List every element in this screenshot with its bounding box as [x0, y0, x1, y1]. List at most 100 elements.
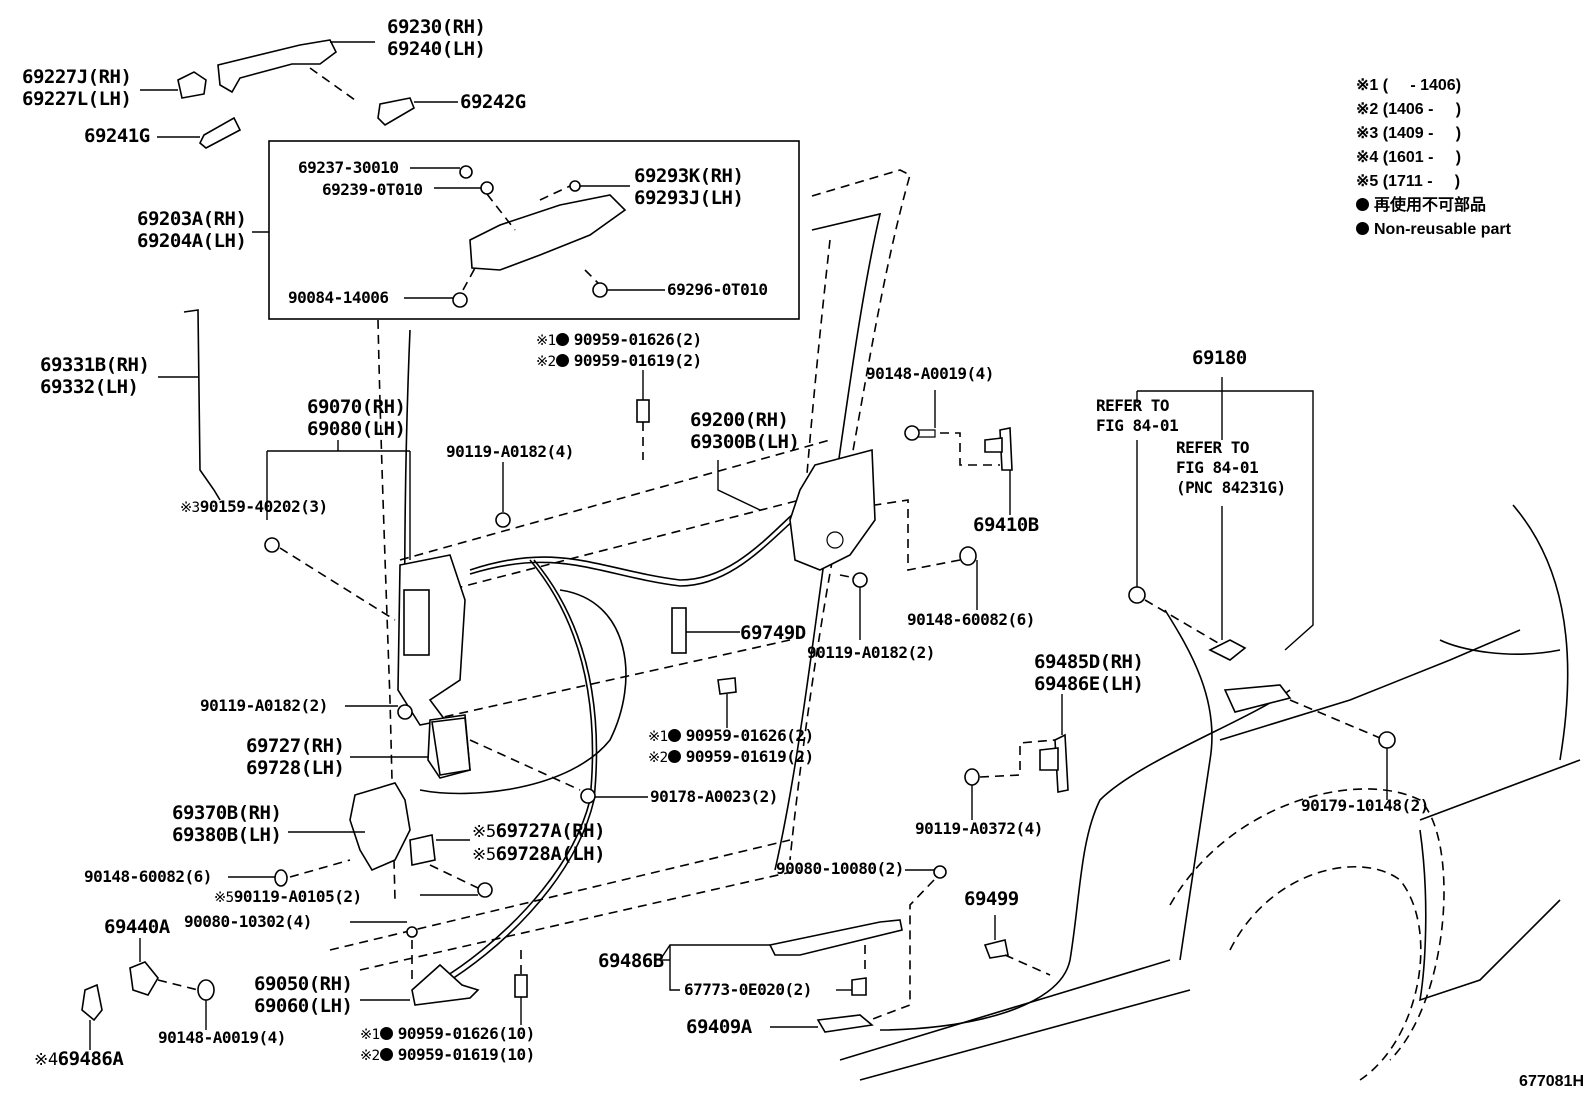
part-number: 69204A(LH) — [137, 230, 247, 252]
refer-text: FIG 84-01 — [1176, 458, 1259, 477]
part-number: 69370B(RH) — [172, 802, 282, 824]
assembly-box-69203A — [268, 140, 800, 320]
pad-69242G — [377, 97, 415, 127]
label-90179: 90179-10148(2) — [1301, 796, 1429, 815]
label-69485: 69485D(RH)69486E(LH) — [1034, 651, 1144, 695]
part-number: 69728(LH) — [246, 757, 345, 779]
figure-code: 677081H — [1519, 1073, 1584, 1090]
part-number: 69240(LH) — [387, 38, 486, 60]
label-90148-60082-right: 90148-60082(6) — [907, 610, 1035, 629]
refer-text: REFER TO — [1096, 396, 1170, 415]
label-69241G: 69241G — [84, 125, 150, 147]
part-number: 90119-A0105(2) — [233, 887, 362, 906]
note-mark: ※1 — [1356, 77, 1379, 94]
refer-text: (PNC 84231G) — [1176, 478, 1286, 497]
handle-frame-parts — [252, 165, 665, 308]
scuff-plate-69486B — [659, 865, 1051, 1033]
label-69440A: 69440A — [104, 916, 170, 938]
cap-69486A — [81, 983, 103, 1022]
part-number: 69060(LH) — [254, 995, 353, 1017]
label-69239: 69239-0T010 — [322, 180, 423, 199]
part-number: 69728A(LH) — [495, 843, 606, 865]
actuator-69070 — [264, 440, 511, 779]
legend-non-reusable-en: Non-reusable part — [1356, 218, 1511, 242]
door-latch-69200 — [636, 370, 876, 654]
label-69200: 69200(RH)69300B(LH) — [690, 409, 800, 453]
part-number: 69227L(LH) — [22, 88, 132, 110]
part-number: 69230(RH) — [387, 16, 486, 38]
non-reusable-dot-icon — [1356, 222, 1369, 235]
legend-note-3: ※3 (1409 - ) — [1356, 122, 1511, 146]
non-reusable-dot-icon — [667, 729, 681, 742]
part-number: 90959-01619(10) — [397, 1045, 536, 1064]
note-mark: ※2 — [648, 750, 668, 766]
label-69331: 69331B(RH)69332(LH) — [40, 354, 150, 398]
label-90119-a0182-2-right: 90119-A0182(2) — [807, 643, 935, 662]
part-number: 69486E(LH) — [1034, 673, 1144, 695]
label-90159: ※390159-40202(3) — [180, 497, 328, 518]
refer-text: FIG 84-01 — [1096, 416, 1179, 435]
note-range: (1406 - ) — [1382, 101, 1462, 118]
bottom-parts — [81, 921, 528, 1050]
note-mark: ※2 — [1356, 101, 1379, 118]
label-69296: 69296-0T010 — [667, 280, 768, 299]
non-reusable-dot-icon — [1356, 198, 1369, 211]
body-quarter-panel — [839, 504, 1581, 1081]
label-69203: 69203A(RH)69204A(LH) — [137, 208, 247, 252]
part-number: 69293K(RH) — [634, 165, 744, 187]
lock-69050 — [411, 963, 480, 1006]
note-mark: ※4 — [34, 1050, 58, 1070]
label-69227: 69227J(RH)69227L(LH) — [22, 66, 132, 110]
note-mark: ※3 — [180, 500, 200, 516]
label-67773: 67773-0E020(2) — [684, 980, 812, 999]
part-number: 69727A(RH) — [495, 820, 606, 842]
part-number: 69380B(LH) — [172, 824, 282, 846]
label-69242G: 69242G — [460, 91, 526, 113]
label-69727A: ※569727A(RH)※569728A(LH) — [472, 820, 606, 866]
label-90080-10302: 90080-10302(4) — [184, 912, 312, 931]
non-reusable-dot-icon — [379, 1027, 393, 1040]
non-reusable-dot-icon — [555, 354, 569, 367]
note-range: (1409 - ) — [1382, 125, 1462, 142]
label-90119-a0182-4: 90119-A0182(4) — [446, 442, 574, 461]
outside-handle-parts — [140, 39, 458, 149]
legend: ※1 ( - 1406) ※2 (1406 - ) ※3 (1409 - ) ※… — [1356, 74, 1511, 242]
part-number: 69200(RH) — [690, 409, 789, 431]
non-reusable-dot-icon — [667, 750, 681, 763]
note-mark: ※5 — [214, 890, 234, 906]
note-mark: ※1 — [648, 729, 668, 745]
label-90119-a0372: 90119-A0372(4) — [915, 819, 1043, 838]
label-90148-60082-left: 90148-60082(6) — [84, 867, 212, 886]
part-number: 69485D(RH) — [1034, 651, 1144, 673]
label-69237: 69237-30010 — [298, 158, 399, 177]
label-69070: 69070(RH)69080(LH) — [307, 396, 406, 440]
lower-latch-69370B — [228, 677, 737, 898]
striker-69485D — [964, 694, 1069, 820]
note-mark: ※3 — [1356, 125, 1379, 142]
fuel-lid-opener-callouts — [1128, 377, 1396, 800]
legend-text: 再使用不可部品 — [1374, 197, 1487, 214]
part-number: 90159-40202(3) — [199, 497, 328, 516]
note-range: (1711 - ) — [1382, 173, 1461, 190]
part-number: 69203A(RH) — [137, 208, 247, 230]
note-mark: ※4 — [1356, 149, 1379, 166]
label-90119-a0182-2-left: 90119-A0182(2) — [200, 696, 328, 715]
label-69370: 69370B(RH)69380B(LH) — [172, 802, 282, 846]
label-90119-a0105: ※590119-A0105(2) — [214, 887, 362, 908]
part-number: 69331B(RH) — [40, 354, 150, 376]
note-mark: ※1 — [536, 333, 556, 349]
note-range: (1601 - ) — [1382, 149, 1462, 166]
part-number: 69727(RH) — [246, 735, 345, 757]
label-69180: 69180 — [1192, 347, 1247, 369]
label-69050: 69050(RH)69060(LH) — [254, 973, 353, 1017]
part-number: 69227J(RH) — [22, 66, 132, 88]
part-number: 90959-01619(2) — [685, 747, 814, 766]
part-number: 69332(LH) — [40, 376, 139, 398]
note-mark: ※5 — [472, 822, 496, 842]
label-90148-a0019-top: 90148-A0019(4) — [866, 364, 994, 383]
